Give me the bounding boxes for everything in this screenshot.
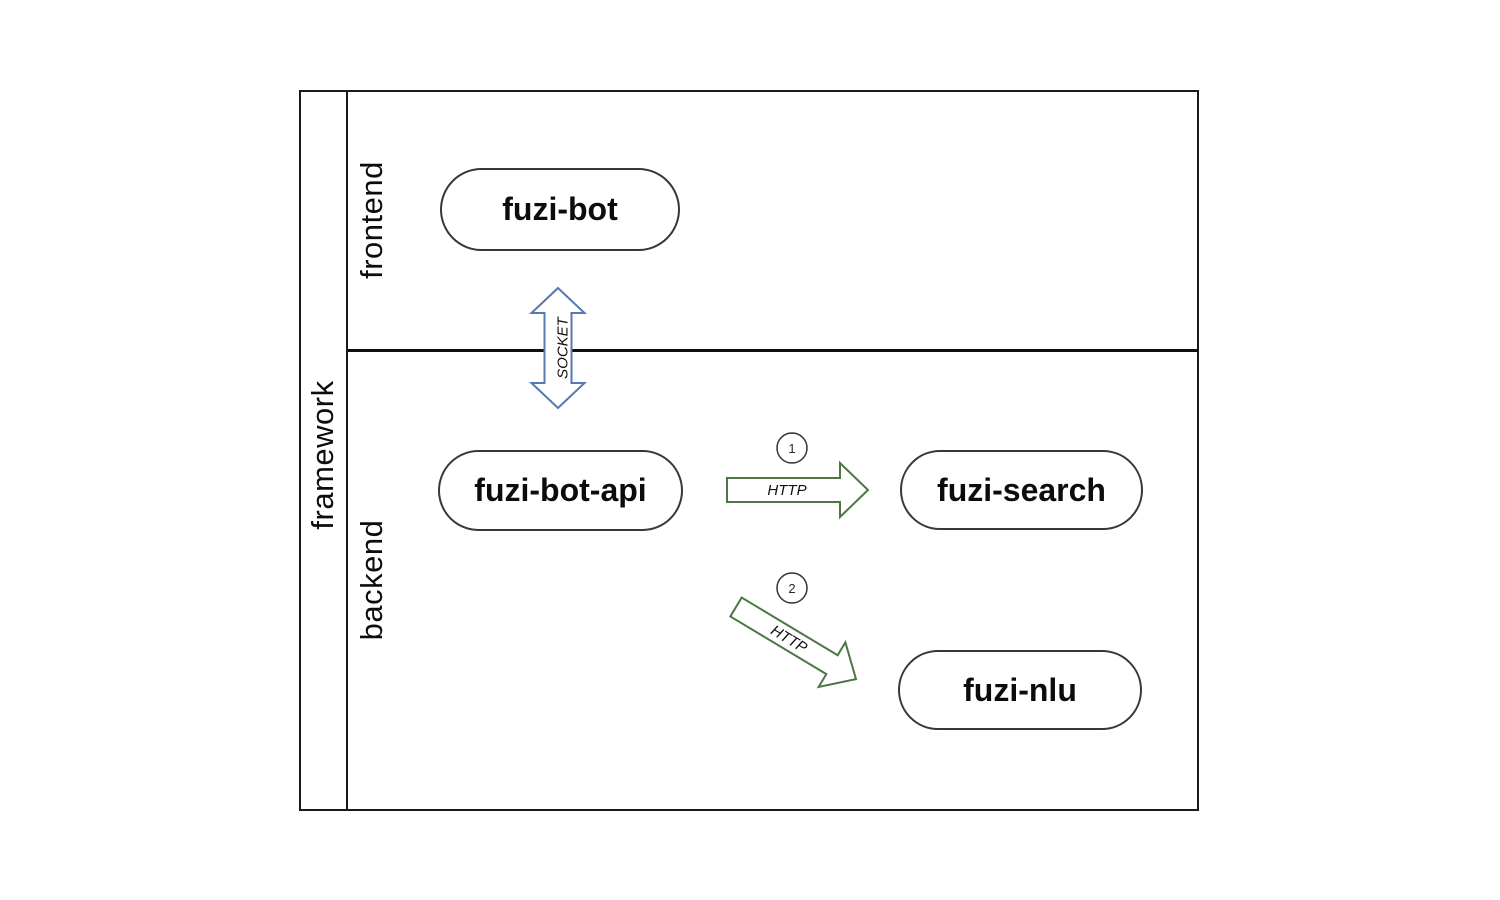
node-fuzi-bot-api: fuzi-bot-api — [438, 450, 683, 531]
node-fuzi-bot-api-label: fuzi-bot-api — [474, 472, 647, 508]
http-arrow-1: HTTP 1 — [726, 432, 870, 520]
http-arrow-1-shape — [726, 460, 870, 520]
socket-arrow: SOCKET — [528, 286, 588, 410]
badge-1-number: 1 — [788, 441, 795, 456]
badge-2-number: 2 — [788, 581, 795, 596]
node-fuzi-search: fuzi-search — [900, 450, 1143, 530]
node-fuzi-search-label: fuzi-search — [937, 471, 1106, 508]
socket-arrow-label: SOCKET — [555, 315, 572, 379]
node-fuzi-nlu: fuzi-nlu — [898, 650, 1142, 730]
http-arrow-2-shape — [728, 596, 858, 689]
socket-arrow-shape — [528, 286, 588, 410]
http-arrow-1-label: HTTP — [767, 482, 806, 499]
http-arrow-2: HTTP 2 — [728, 572, 858, 689]
badge-2-circle — [776, 572, 808, 604]
badge-1-circle — [776, 432, 808, 464]
node-fuzi-nlu-label: fuzi-nlu — [963, 671, 1077, 708]
node-fuzi-bot-label: fuzi-bot — [502, 191, 618, 227]
node-fuzi-bot: fuzi-bot — [440, 168, 680, 251]
lane-divider — [348, 349, 1198, 352]
pool-title-separator — [346, 92, 348, 809]
